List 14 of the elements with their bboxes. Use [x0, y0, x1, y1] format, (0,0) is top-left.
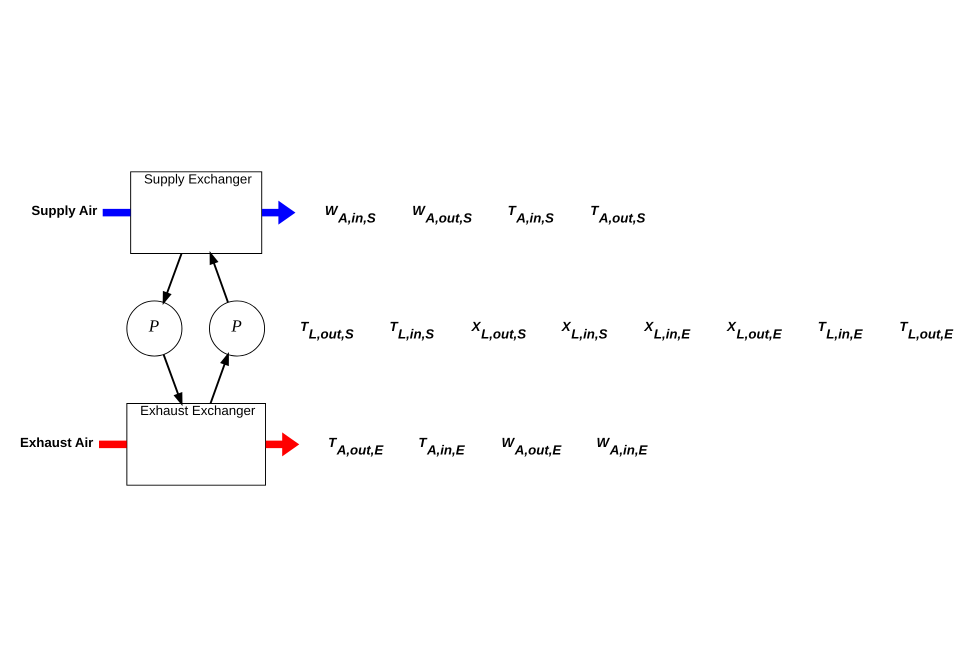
arrow [210, 352, 229, 404]
node-circle: P [126, 300, 182, 356]
node-box: Supply Exchanger [130, 170, 262, 254]
arrow [162, 354, 183, 406]
node-circle: P [209, 300, 266, 356]
node-box: Exhaust Exchanger [126, 402, 266, 486]
connector [99, 440, 127, 448]
arrow [262, 200, 296, 224]
arrow [210, 250, 229, 302]
connector [102, 208, 130, 216]
node-text: Exhaust Air [20, 434, 94, 450]
arrow [266, 432, 300, 456]
node-text: Supply Air [31, 202, 98, 218]
arrow [162, 252, 182, 304]
